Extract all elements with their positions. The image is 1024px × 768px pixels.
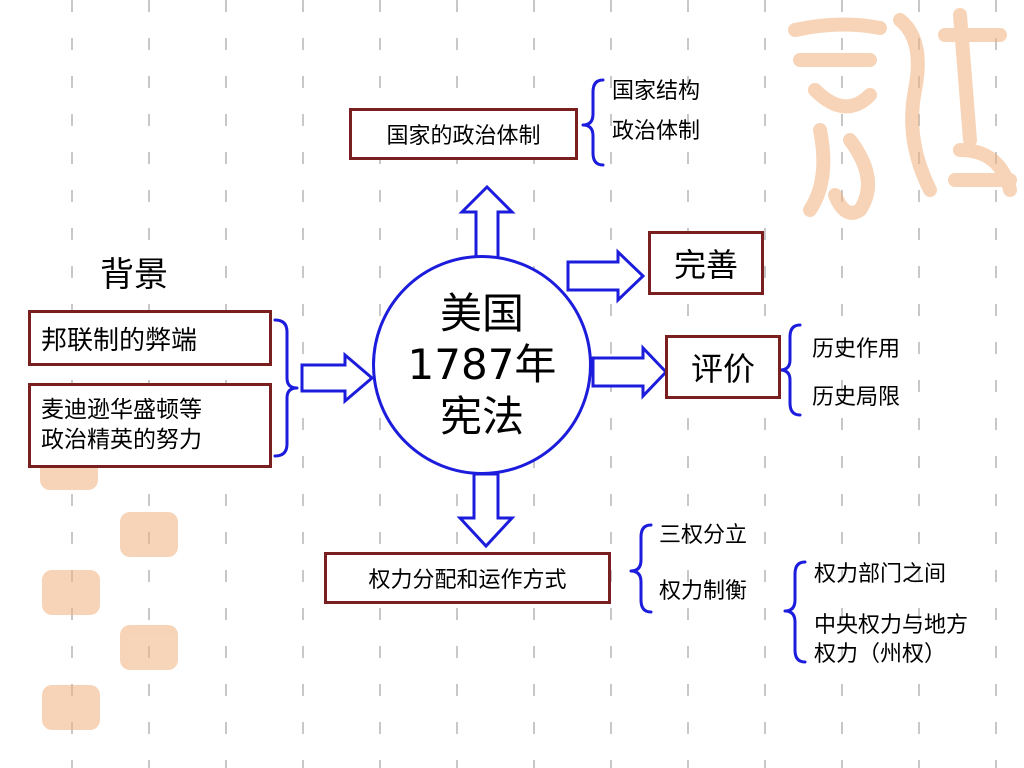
- top-box-political-system: 国家的政治体制: [349, 108, 578, 160]
- arrow-down: [456, 472, 516, 549]
- sub-item-between-branches: 权力部门之间: [814, 562, 947, 587]
- center-label: 美国 1787年 宪法: [407, 289, 557, 441]
- bottom-box-power-distribution: 权力分配和运作方式: [324, 552, 611, 604]
- center-circle: 美国 1787年 宪法: [372, 255, 592, 475]
- top-item-political-system: 政治体制: [612, 119, 701, 144]
- brace-evaluate: [778, 323, 802, 417]
- brace-top: [581, 78, 605, 167]
- watermark-logo: [788, 8, 1017, 220]
- arrow-left-in: [300, 351, 375, 405]
- arrow-right-top: [566, 248, 646, 304]
- brace-bottom: [629, 523, 653, 614]
- background-box-confederation: 邦联制的弊端: [28, 310, 272, 366]
- sub-item-central-local: 中央权力与地方 权力（州权）: [814, 613, 969, 667]
- evaluate-item-role: 历史作用: [812, 337, 901, 362]
- evaluate-item-limits: 历史局限: [812, 385, 901, 410]
- background-heading: 背景: [100, 255, 168, 295]
- top-item-state-structure: 国家结构: [612, 79, 701, 104]
- bottom-item-checks: 权力制衡: [659, 579, 748, 604]
- arrow-up: [458, 184, 516, 264]
- improve-box: 完善: [648, 231, 764, 295]
- bottom-item-separation: 三权分立: [659, 523, 748, 548]
- background-box-elites: 麦迪逊华盛顿等 政治精英的努力: [28, 383, 272, 468]
- evaluate-box: 评价: [665, 335, 781, 399]
- brace-checks: [783, 560, 807, 664]
- arrow-right-middle: [591, 344, 669, 400]
- brace-background: [273, 318, 299, 458]
